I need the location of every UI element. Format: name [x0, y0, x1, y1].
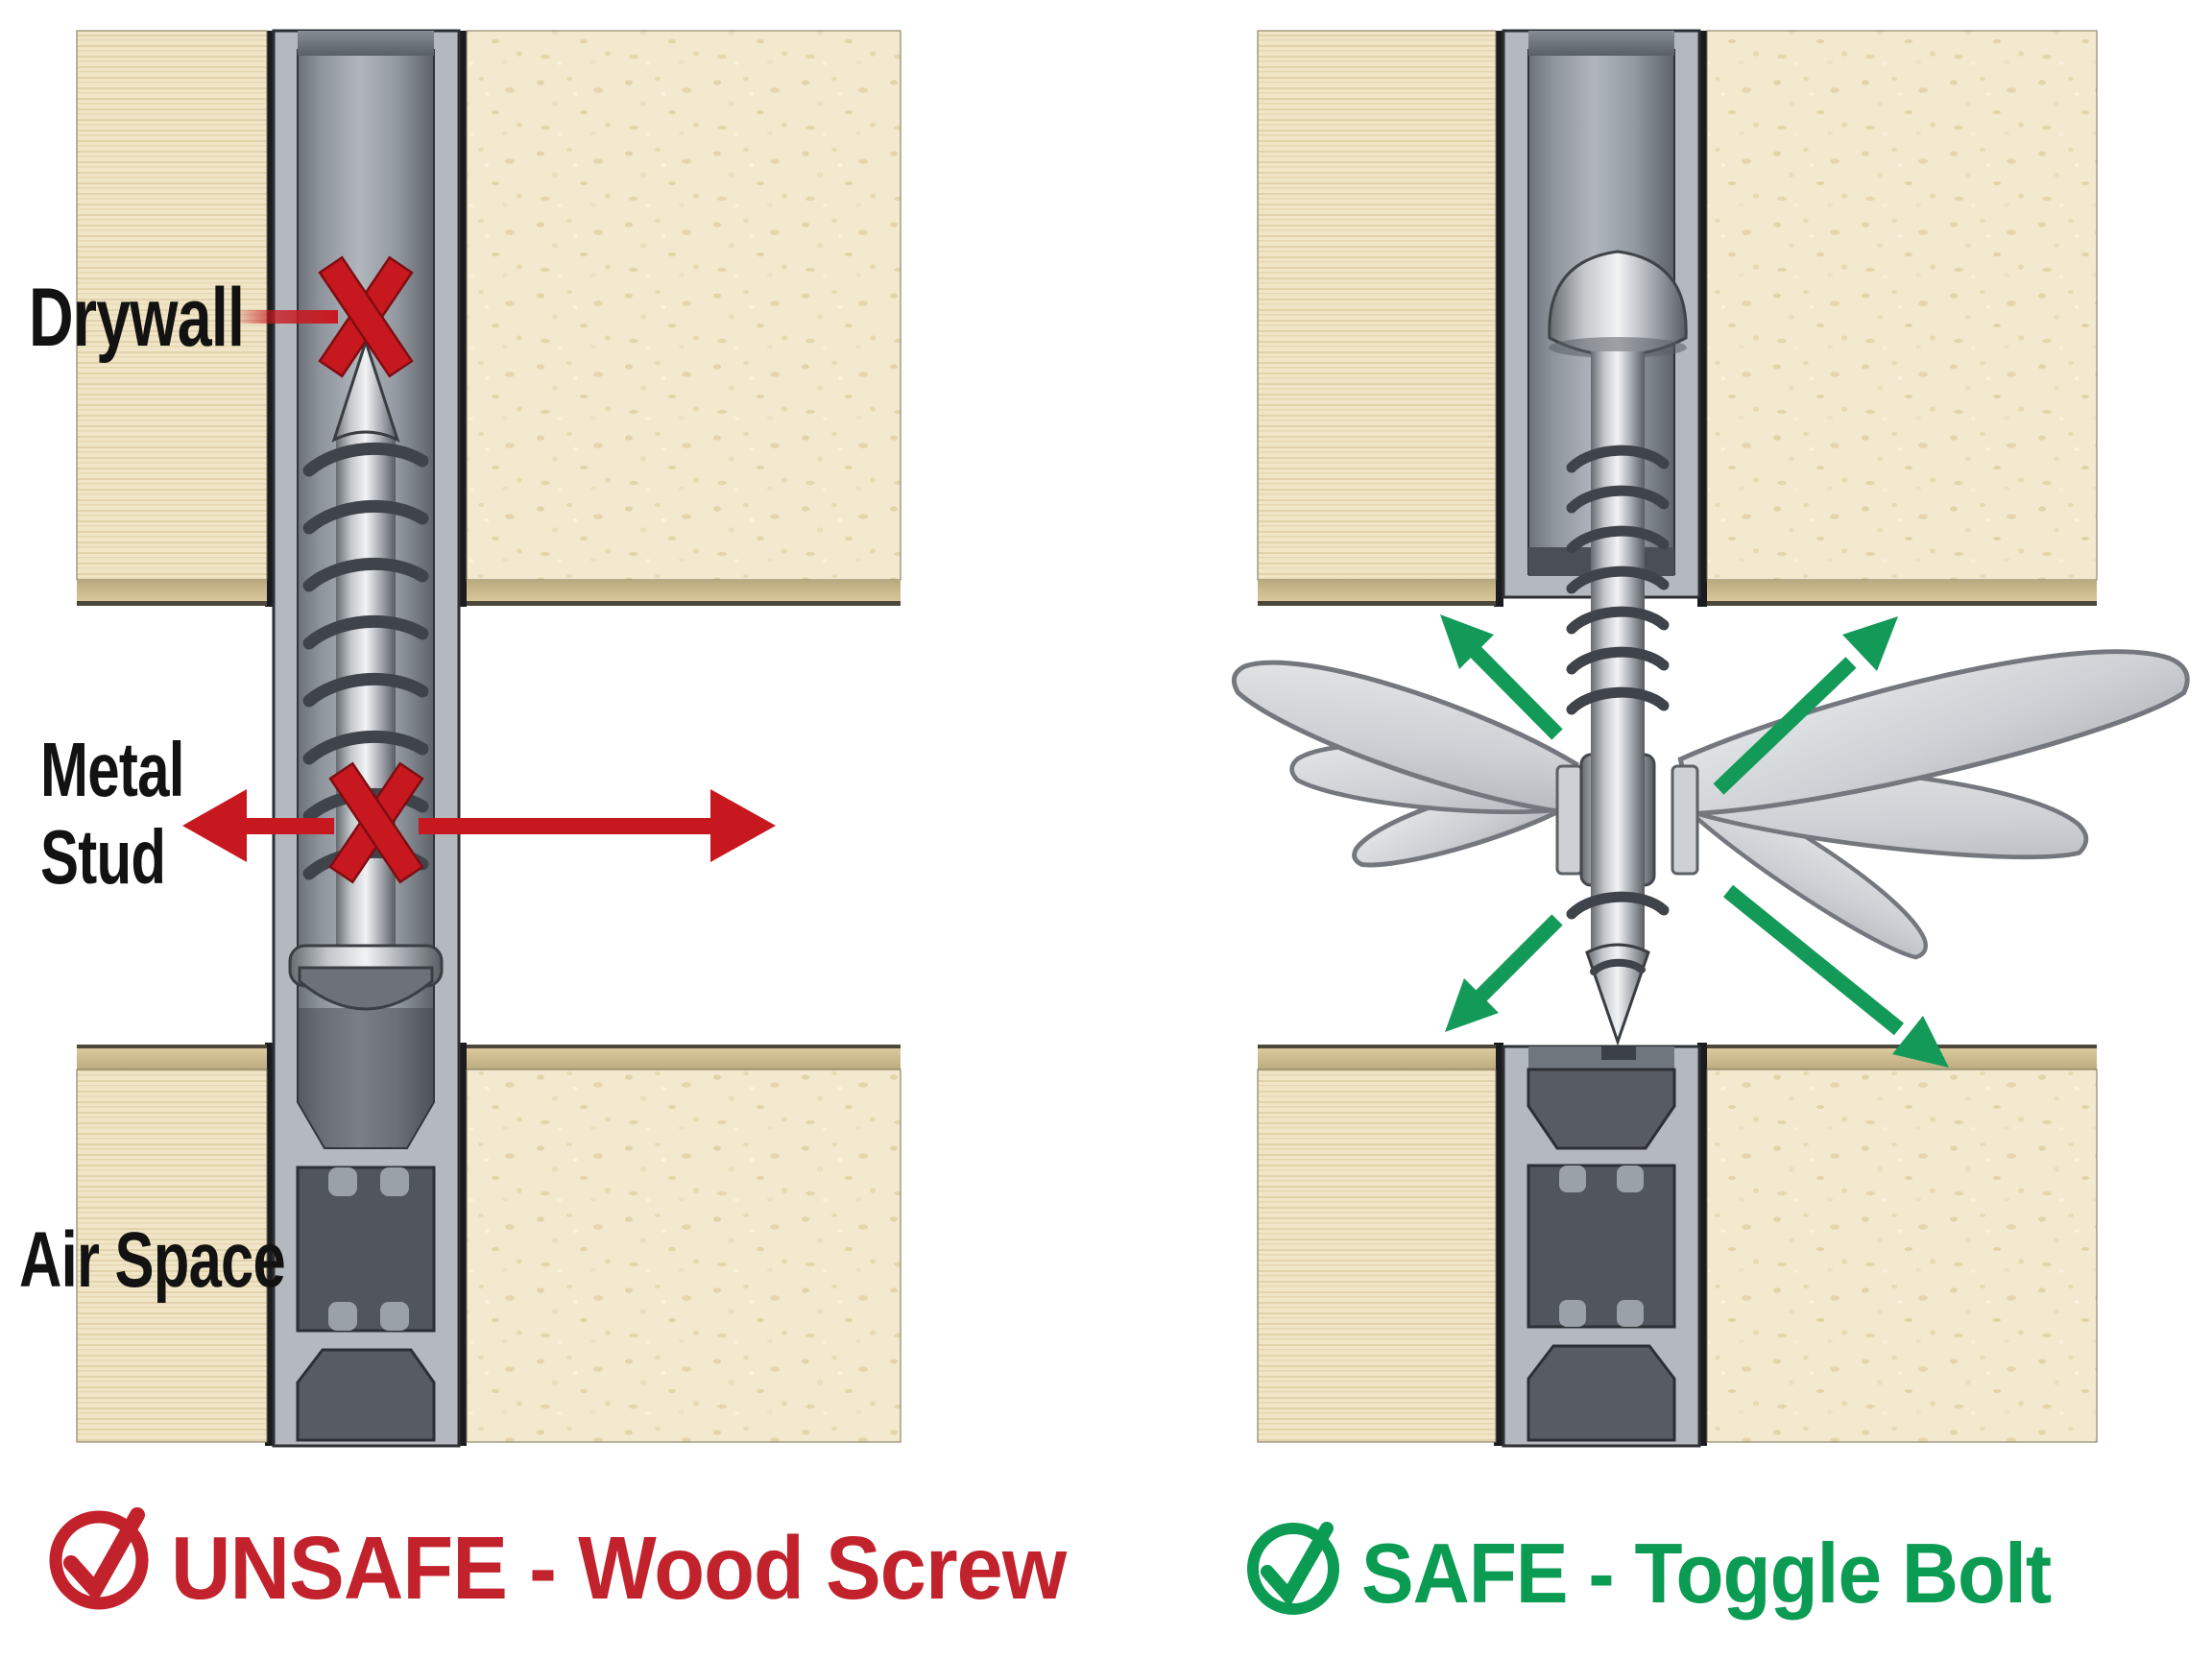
x-mark-stud-icon [328, 761, 424, 884]
toggle-wing-left [1231, 660, 1579, 868]
toggle-bolt [1548, 250, 1699, 1046]
drywall-panel-left-top-2 [1257, 30, 1497, 606]
safe-caption: SAFE - Toggle Bolt [1361, 1526, 2052, 1621]
drywall-panel-left-bottom [76, 1045, 268, 1443]
drywall-leader-line [230, 310, 338, 324]
metal-stud-label-line2: Stud [40, 814, 166, 901]
air-space-label: Air Space [19, 1216, 286, 1304]
drywall-panel-right-bottom [466, 1045, 902, 1443]
unsafe-caption: UNSAFE - Wood Screw [171, 1518, 1067, 1618]
drywall-panel-right-top-2 [1706, 30, 2098, 606]
unsafe-wall-assembly [76, 29, 902, 1448]
x-mark-drywall-icon [318, 255, 414, 378]
drywall-panel-left-top [76, 30, 268, 606]
toggle-wing-right [1677, 649, 2190, 960]
safe-check-icon [1247, 1522, 1339, 1615]
metal-stud-left [272, 29, 461, 1448]
arrow-up-left-icon [1440, 614, 1494, 669]
safe-wall-assembly [1231, 29, 2190, 1448]
drywall-label: Drywall [29, 272, 245, 364]
drywall-panel-left-bottom-2 [1257, 1045, 1497, 1443]
drywall-panel-right-bottom-2 [1706, 1045, 2098, 1443]
metal-stud-right-bottom [1502, 1045, 1701, 1448]
unsafe-check-icon [49, 1507, 149, 1610]
pullout-arrows [182, 789, 776, 862]
arrow-down-left-icon [1445, 978, 1499, 1032]
arrow-down-right-icon [1892, 1016, 1949, 1068]
drywall-panel-right-top [466, 30, 902, 606]
arrow-right-icon [710, 789, 776, 862]
arrow-left-icon [182, 789, 247, 862]
expansion-arrows [1440, 614, 1949, 1068]
arrow-up-right-icon [1842, 616, 1898, 671]
metal-stud-label-line1: Metal [40, 727, 184, 812]
